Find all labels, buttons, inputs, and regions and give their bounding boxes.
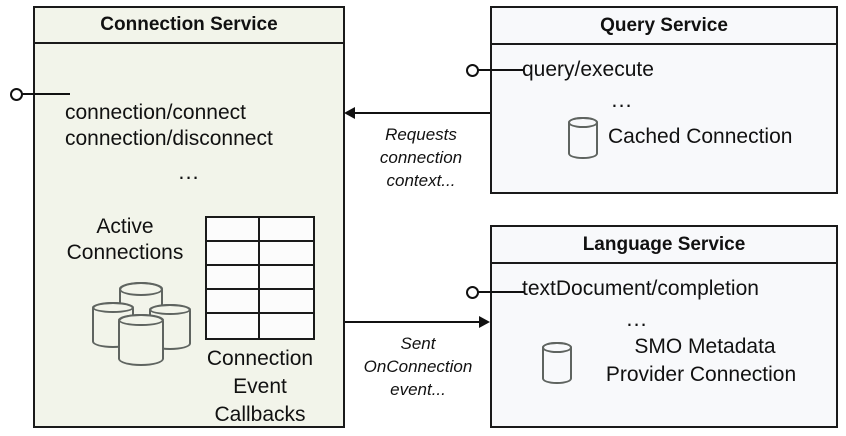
language-service-component[interactable]: Language Service textDocument/completion… (490, 225, 838, 428)
table-cell (260, 314, 313, 338)
edge-query-to-connection-label-line2: connection (379, 148, 463, 167)
language-service-title: Language Service (582, 233, 746, 255)
connection-service-component[interactable]: Connection Service connection/connect co… (33, 6, 345, 428)
edge-connection-to-language-label-line1: Sent (400, 334, 436, 353)
callbacks-label-line3: Callbacks (214, 403, 306, 426)
edge-connection-to-language-label-line2: OnConnection (363, 357, 473, 376)
language-service-provided-interface-lollipop[interactable] (466, 286, 524, 299)
lollipop-stem (478, 291, 524, 293)
cached-connection-label: Cached Connection (608, 125, 793, 148)
smo-metadata-label-line2: Provider Connection (605, 363, 797, 386)
edge-query-to-connection-label-line1: Requests (385, 125, 457, 144)
connection-service-title: Connection Service (100, 14, 278, 35)
lollipop-stem (22, 93, 70, 95)
query-service-title: Query Service (600, 14, 728, 36)
table-cell (260, 266, 313, 290)
callbacks-label-line1: Connection (206, 347, 314, 370)
edge-query-to-connection-line (350, 112, 490, 114)
lollipop-stem (478, 69, 524, 71)
edge-query-to-connection-arrowhead (344, 107, 355, 119)
table-cell (207, 266, 260, 290)
connection-service-interface-connect: connection/connect (65, 101, 246, 124)
connection-service-interface-disconnect: connection/disconnect (65, 127, 273, 150)
smo-metadata-provider-cylinder-icon (542, 342, 572, 384)
language-service-interface-ellipsis: ... (626, 306, 648, 331)
edge-connection-to-language-line (345, 321, 484, 323)
connection-service-interface-ellipsis: ... (178, 159, 200, 184)
query-service-component[interactable]: Query Service query/execute ... Cached C… (490, 6, 838, 194)
connection-event-callbacks-table (205, 216, 315, 340)
table-cell (260, 242, 313, 266)
active-connections-cylinder-cluster (87, 282, 197, 366)
language-service-header: Language Service (492, 227, 836, 264)
active-connections-label-line2: Connections (66, 241, 184, 264)
table-cell (207, 290, 260, 314)
connection-service-header: Connection Service (35, 8, 343, 44)
query-service-interface-ellipsis: ... (611, 87, 633, 112)
table-cell (260, 218, 313, 242)
query-service-provided-interface-lollipop[interactable] (466, 64, 524, 77)
table-cell (207, 242, 260, 266)
callbacks-label-line2: Event (233, 375, 287, 398)
query-service-interface: query/execute (522, 58, 654, 81)
connection-service-body: connection/connect connection/disconnect… (35, 44, 343, 426)
edge-connection-to-language-arrowhead (479, 316, 490, 328)
smo-metadata-label-line1: SMO Metadata (634, 335, 776, 358)
table-cell (207, 314, 260, 338)
database-cylinder-front (118, 314, 164, 366)
cached-connection-cylinder-icon (568, 117, 598, 159)
query-service-body: query/execute ... Cached Connection (492, 45, 836, 192)
active-connections-label-line1: Active (96, 215, 154, 238)
edge-query-to-connection-label-line3: context... (386, 171, 456, 190)
query-service-header: Query Service (492, 8, 836, 45)
language-service-body: textDocument/completion ... SMO Metadata… (492, 264, 836, 426)
language-service-interface: textDocument/completion (522, 277, 759, 300)
table-cell (207, 218, 260, 242)
table-cell (260, 290, 313, 314)
edge-connection-to-language-label-line3: event... (390, 380, 446, 399)
connection-service-provided-interface-lollipop[interactable] (10, 88, 70, 101)
